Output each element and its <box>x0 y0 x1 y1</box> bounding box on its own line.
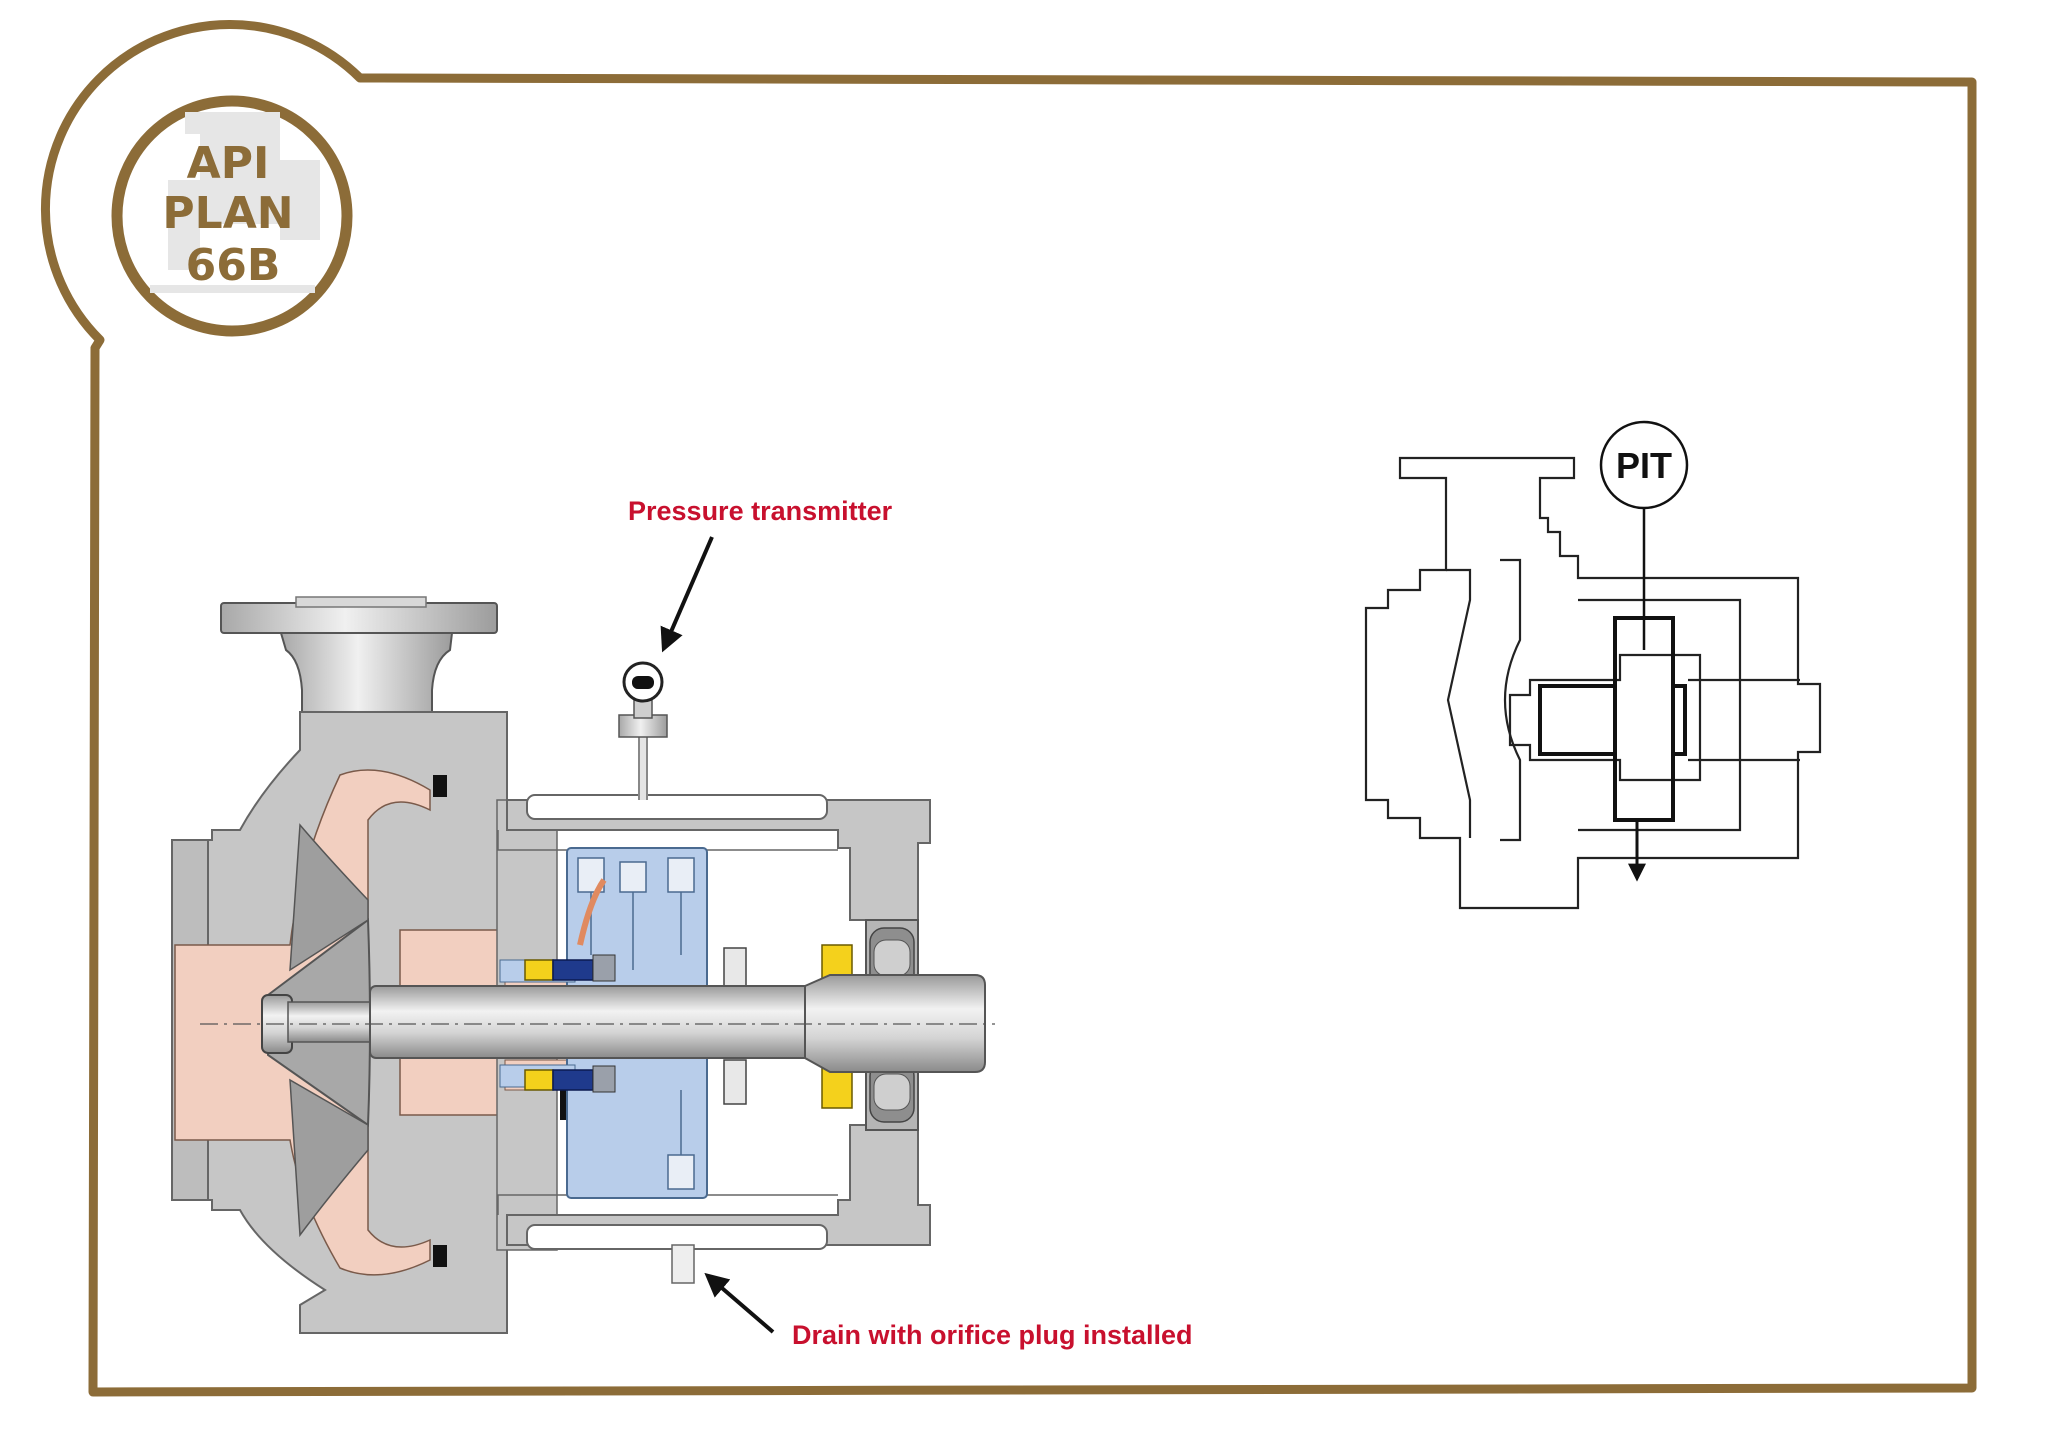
badge-line-2: PLAN <box>162 188 293 239</box>
schematic-pit-label: PIT <box>1616 445 1672 486</box>
callout-drain-label: Drain with orifice plug installed <box>792 1320 1193 1350</box>
plan-schematic: PIT <box>1364 420 1822 910</box>
callout-drain: Drain with orifice plug installed <box>704 1272 1193 1350</box>
mechanical-seal-faces <box>524 947 747 1105</box>
drain-orifice-plug <box>671 1244 695 1284</box>
badge-line-1: API <box>187 138 270 189</box>
plan-badge: API PLAN 66B <box>111 95 353 337</box>
badge-pump-watermark <box>150 112 320 293</box>
pressure-transmitter <box>618 661 668 800</box>
frame-border <box>40 19 1977 1397</box>
badge-line-3: 66B <box>186 240 281 291</box>
callout-drain-arrow <box>704 1272 775 1334</box>
pump-cross-section <box>171 596 995 1334</box>
callout-pressure-transmitter-label: Pressure transmitter <box>628 496 893 526</box>
schematic-pump-outline <box>1364 456 1822 910</box>
discharge-nozzle <box>220 596 498 713</box>
pump-shaft <box>200 974 995 1073</box>
callout-pressure-transmitter-arrow <box>660 536 714 653</box>
callout-pressure-transmitter: Pressure transmitter <box>628 496 893 653</box>
bearing-bracket <box>497 794 931 1250</box>
